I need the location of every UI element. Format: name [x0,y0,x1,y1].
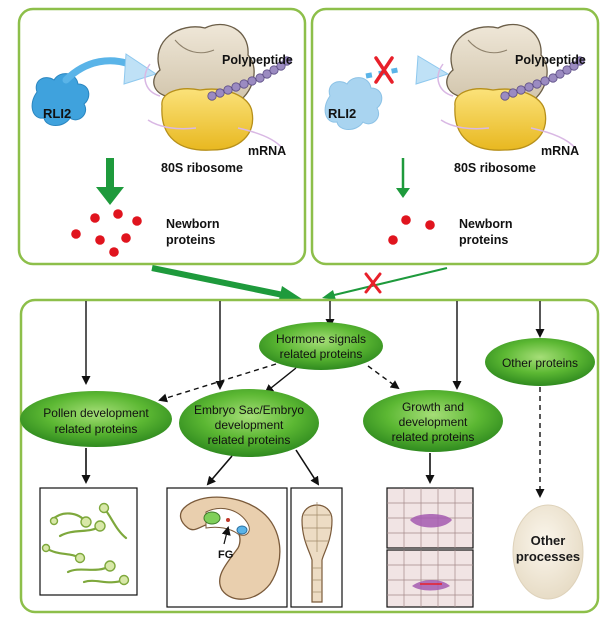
hormone-to-pollen-arrow [158,363,277,403]
rli2-faded-icon [324,77,383,130]
strong-flow-arrow [151,265,289,299]
rli2-label: RLI2 [43,106,71,121]
inhibit-x-icon [374,56,394,84]
embryo-development-node [179,389,319,457]
growth-label-line1: Growth and [402,400,464,414]
embryo-to-embryo-arrow [295,449,320,486]
polypeptide-label: Polypeptide [222,53,293,67]
embryo-label-line1: Embryo Sac/Embryo [194,403,304,417]
weak-flow-arrowhead-icon [322,290,336,300]
target-arrows [81,301,545,390]
fg-label: FG [218,549,233,561]
other-processes-line1: Other [531,533,566,548]
rli2-label: RLI2 [328,106,356,121]
hormone-to-growth-arrow [367,365,400,390]
pollen-label-line2: related proteins [55,422,138,436]
other-processes-node [512,504,584,600]
mrna-label: mRNA [541,144,579,158]
polypeptide-chain [500,56,585,101]
other-proteins-node [485,338,595,386]
hormone-label-line2: related proteins [280,347,363,361]
other-proteins-label: Other proteins [502,356,578,370]
newborn-proteins-dots [388,215,435,245]
pollen-development-node [20,391,172,447]
newborn-proteins-dots [71,209,142,257]
left-panel: RLI2 Polypeptide mRNA 80S ribosome [17,7,307,266]
ribosome-label: 80S ribosome [454,161,536,175]
polypeptide-chain [207,56,292,101]
embryo-sac-image: FG [166,487,288,608]
hormone-label-line1: Hormone signals [276,332,366,346]
growth-tissue-image [386,487,474,608]
newborn-label-line2: proteins [459,233,508,247]
blocked-arrowhead-icon [415,55,450,85]
weak-flow-x-icon [364,272,382,294]
pollen-tube-image [39,487,138,596]
right-panel: RLI2 Polypeptide mRNA 80S ribosome [310,7,600,266]
embryo-label-line2: development [215,418,284,432]
reduced-translation-arrowhead-icon [396,188,410,198]
newborn-label-line2: proteins [166,233,215,247]
polypeptide-label: Polypeptide [515,53,586,67]
hormone-signals-node [259,322,383,370]
ribosome-label: 80S ribosome [161,161,243,175]
other-processes-line2: processes [516,549,580,564]
pollen-label-line1: Pollen development [43,406,149,420]
growth-label-line2: development [399,415,468,429]
newborn-label-line1: Newborn [166,217,219,231]
embryo-label-line3: related proteins [208,433,291,447]
mrna-label: mRNA [248,144,286,158]
weak-flow-arrow [329,267,448,297]
hormone-to-embryo-arrow [264,367,297,394]
rli2-protein-icon [31,73,90,126]
growth-label-line3: related proteins [392,430,475,444]
embryo-image [290,487,343,608]
growth-development-node [363,390,503,452]
translation-arrowhead-icon [96,187,124,205]
binding-arrowhead-icon [123,53,158,85]
embryo-to-embryosac-arrow [206,455,233,486]
bottom-panel: Hormone signals related proteins Other p… [19,298,600,614]
newborn-label-line1: Newborn [459,217,512,231]
